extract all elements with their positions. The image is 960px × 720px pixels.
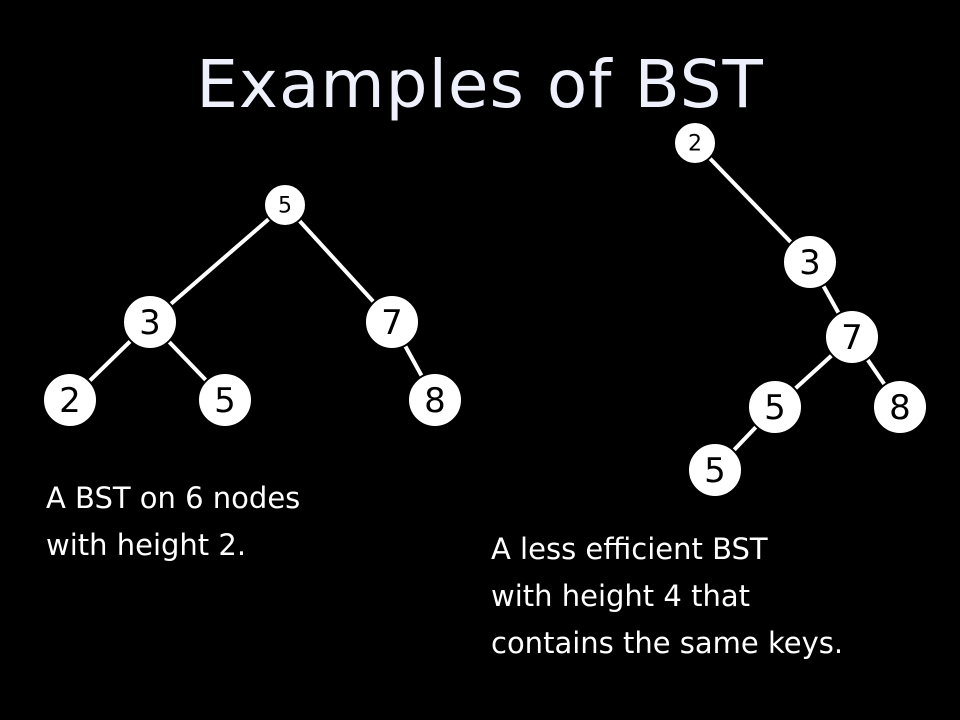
- node-key: 7: [381, 303, 403, 343]
- node-circle: [42, 372, 98, 428]
- node-circle: [872, 379, 928, 435]
- node-circle: [747, 379, 803, 435]
- node-circle: [263, 183, 307, 227]
- tree-node: 5: [263, 183, 307, 227]
- tree-node: 3: [782, 234, 838, 290]
- tree-node: 3: [122, 294, 178, 350]
- tree-node: 7: [824, 309, 880, 365]
- node-key: 5: [704, 451, 726, 491]
- node-circle: [824, 309, 880, 365]
- tree-node: 5: [747, 379, 803, 435]
- tree-node: 5: [197, 372, 253, 428]
- tree-node: 5: [687, 442, 743, 498]
- slide-title: Examples of BST: [196, 46, 764, 123]
- node-key: 3: [139, 303, 161, 343]
- node-circle: [673, 121, 717, 165]
- tree-edge: [148, 203, 287, 324]
- node-circle: [197, 372, 253, 428]
- node-key: 8: [889, 388, 911, 428]
- tree-node: 7: [364, 294, 420, 350]
- node-circle: [687, 442, 743, 498]
- right-tree-caption: A less efficient BST with height 4 that …: [491, 526, 843, 667]
- caption-line: contains the same keys.: [491, 626, 844, 660]
- caption-line: A BST on 6 nodes: [46, 481, 301, 515]
- node-circle: [364, 294, 420, 350]
- caption-line: with height 4 that: [491, 579, 750, 613]
- node-key: 5: [278, 194, 292, 219]
- left-tree-caption: A BST on 6 nodes with height 2.: [46, 475, 300, 569]
- node-key: 3: [799, 243, 821, 283]
- caption-line: A less efficient BST: [491, 532, 768, 566]
- node-key: 8: [424, 381, 446, 421]
- node-circle: [407, 372, 463, 428]
- node-key: 5: [764, 388, 786, 428]
- node-circle: [122, 294, 178, 350]
- caption-line: with height 2.: [46, 528, 247, 562]
- node-key: 2: [59, 381, 81, 421]
- node-circle: [782, 234, 838, 290]
- node-key: 5: [214, 381, 236, 421]
- tree-node: 8: [872, 379, 928, 435]
- tree-node: 8: [407, 372, 463, 428]
- tree-node: 2: [673, 121, 717, 165]
- node-key: 7: [841, 318, 863, 358]
- node-key: 2: [688, 132, 702, 157]
- tree-node: 2: [42, 372, 98, 428]
